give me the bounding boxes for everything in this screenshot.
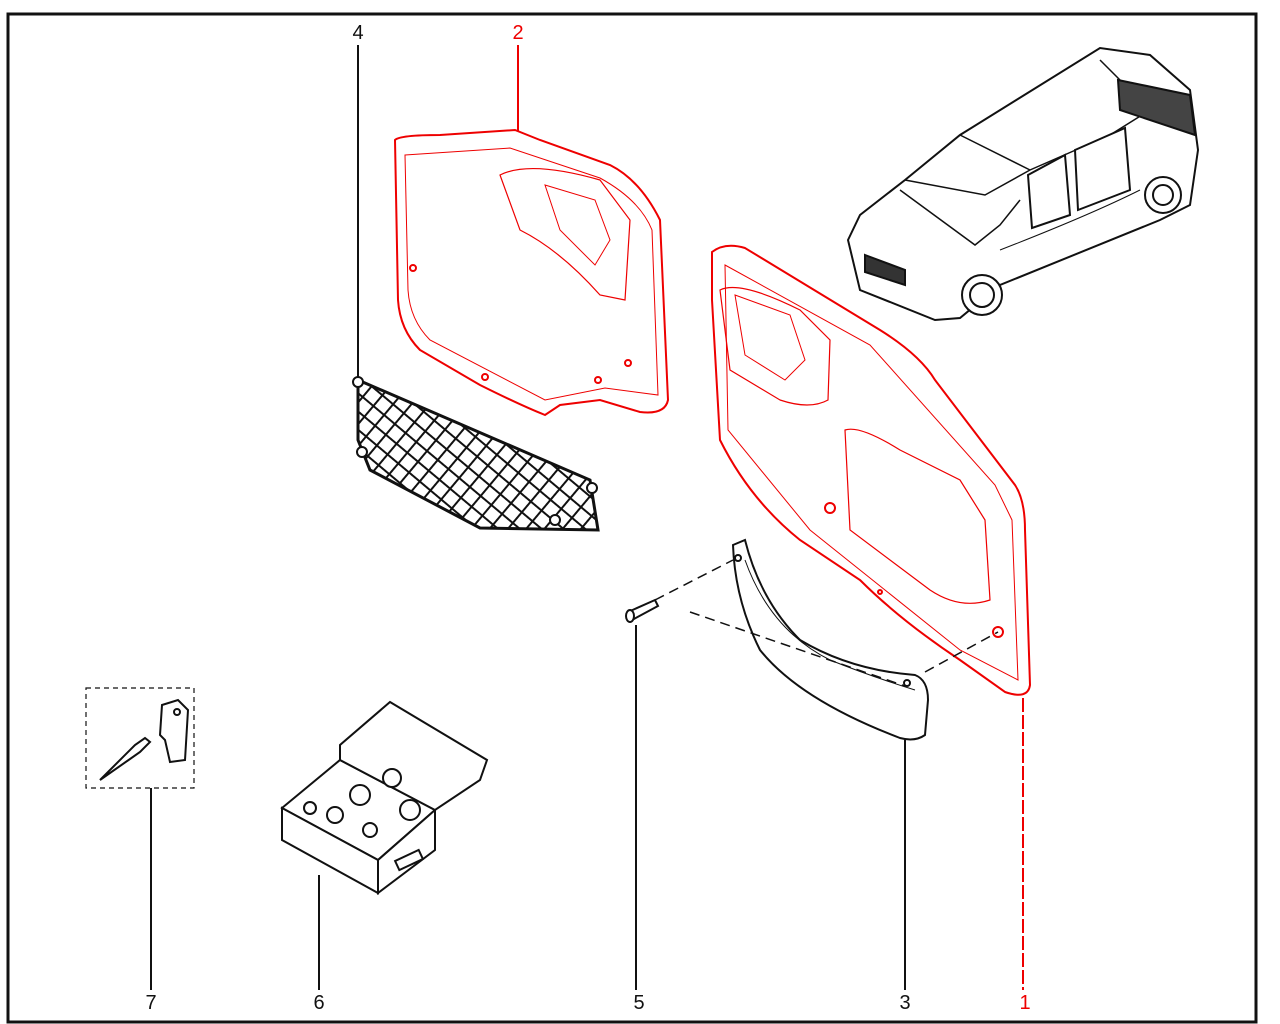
callout-6: 6 — [313, 992, 325, 1014]
vehicle-illustration — [846, 46, 1200, 322]
part-7-pin-clip — [85, 687, 195, 789]
part-4-storage-net — [352, 376, 600, 532]
part-3-trim-strip — [654, 538, 999, 741]
callout-5: 5 — [633, 992, 645, 1014]
leader-lines — [150, 45, 906, 990]
callout-3: 3 — [899, 992, 911, 1014]
frame-border — [6, 12, 1258, 1024]
callout-4: 4 — [352, 22, 364, 44]
part-6-clip-kit-box — [280, 700, 489, 896]
callout-1: 1 — [1019, 992, 1031, 1014]
part-2-door-panel — [393, 128, 670, 417]
part-1-door-trim-panel — [711, 244, 1032, 696]
callout-7: 7 — [145, 992, 157, 1014]
part-5-screw — [625, 598, 660, 623]
callout-2: 2 — [512, 22, 524, 44]
